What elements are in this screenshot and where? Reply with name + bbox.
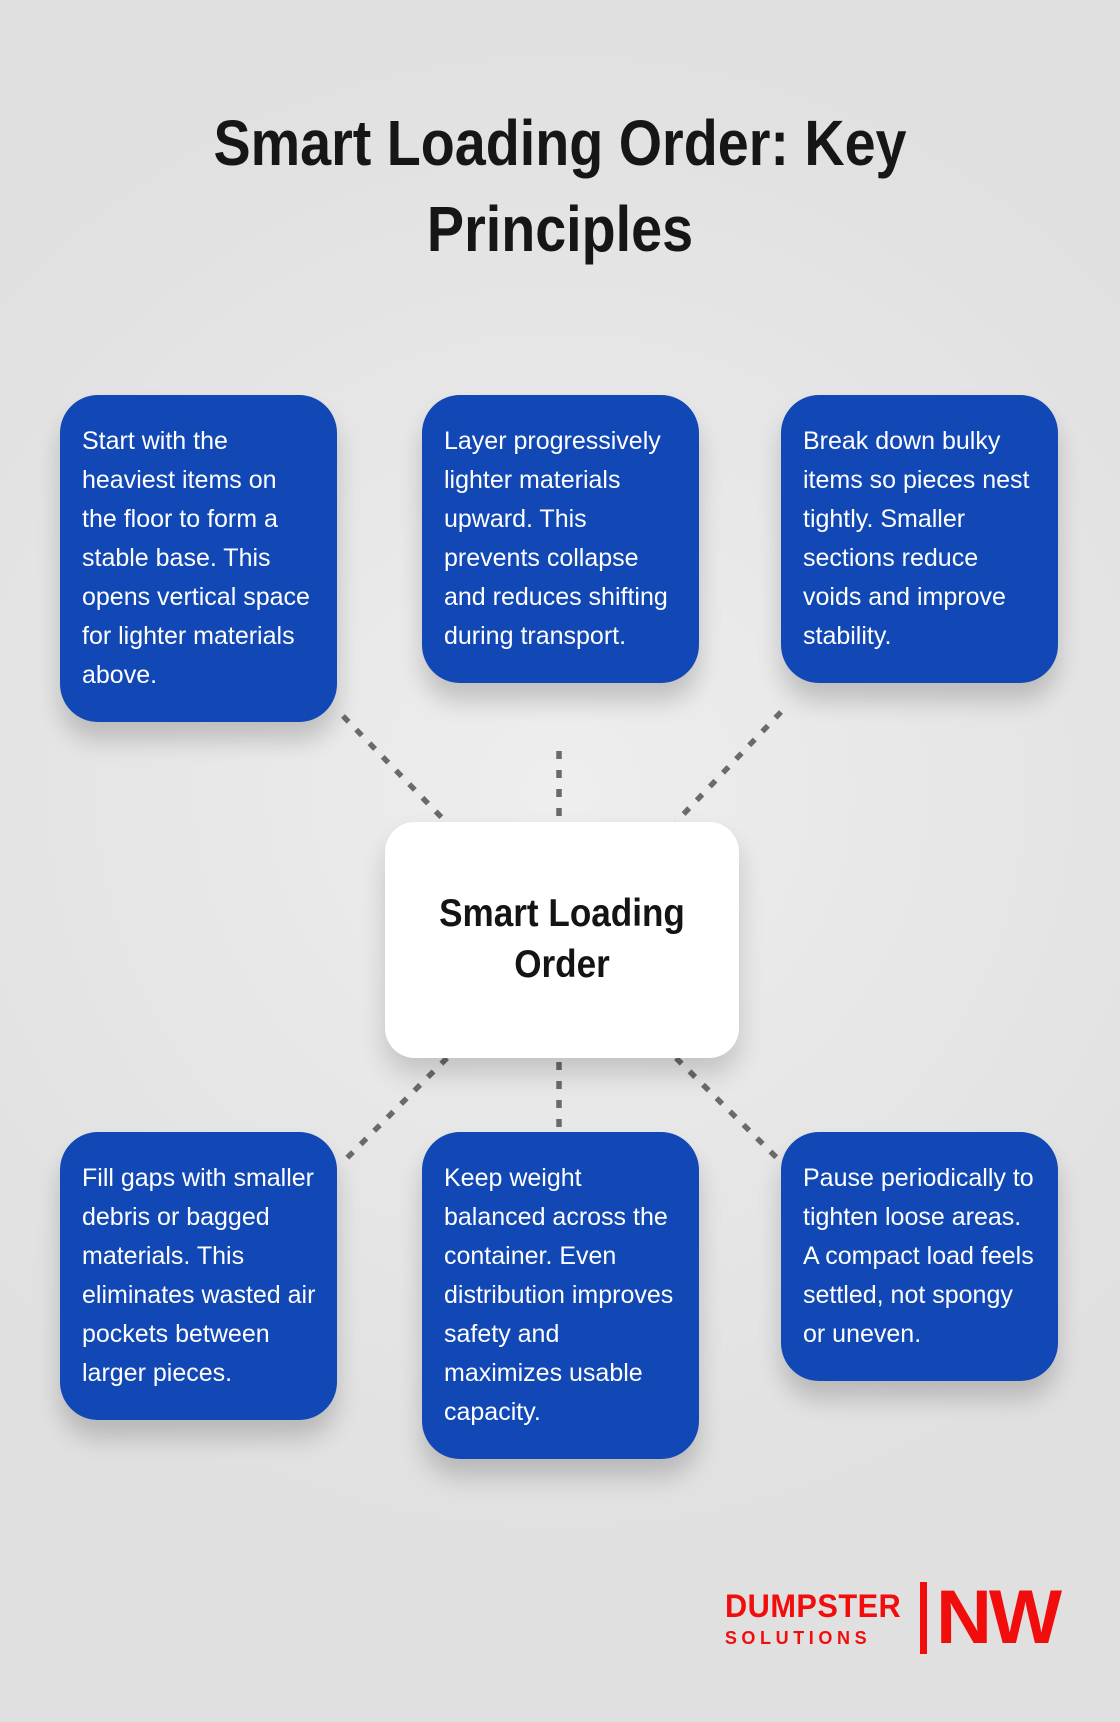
connector-top-left bbox=[341, 714, 449, 825]
brand-name-line2: SOLUTIONS bbox=[724, 1627, 872, 1648]
page-title-line2: Principles bbox=[426, 193, 694, 266]
connector-top-right bbox=[674, 710, 783, 824]
principle-card-top-right: Break down bulky items so pieces nest ti… bbox=[781, 395, 1058, 683]
center-node-label: Smart Loading Order bbox=[439, 892, 685, 986]
principle-text: Layer progressively lighter materials up… bbox=[444, 427, 668, 650]
brand-wordmark: DUMPSTER SOLUTIONS bbox=[725, 1590, 909, 1647]
connector-bottom-right bbox=[674, 1056, 783, 1164]
brand-divider-bar bbox=[920, 1582, 928, 1654]
center-node: Smart Loading Order bbox=[385, 822, 739, 1058]
principle-text: Pause periodically to tighten loose area… bbox=[803, 1164, 1034, 1348]
brand-suffix: NW bbox=[936, 1574, 1062, 1660]
page-title: Smart Loading Order: Key Principles bbox=[160, 100, 960, 273]
principle-card-bottom-left: Fill gaps with smaller debris or bagged … bbox=[60, 1132, 337, 1420]
brand-name-line1: DUMPSTER bbox=[724, 1587, 902, 1624]
principle-text: Start with the heaviest items on the flo… bbox=[82, 427, 310, 689]
principle-text: Keep weight balanced across the containe… bbox=[444, 1164, 674, 1426]
principle-card-top-left: Start with the heaviest items on the flo… bbox=[60, 395, 337, 722]
principle-text: Fill gaps with smaller debris or bagged … bbox=[82, 1164, 316, 1387]
principle-card-top-middle: Layer progressively lighter materials up… bbox=[422, 395, 699, 683]
brand-logo: DUMPSTER SOLUTIONS NW bbox=[725, 1574, 1063, 1660]
connector-bottom-left bbox=[341, 1056, 449, 1164]
principle-text: Break down bulky items so pieces nest ti… bbox=[803, 427, 1030, 650]
principle-card-bottom-middle: Keep weight balanced across the containe… bbox=[422, 1132, 699, 1459]
page-title-line1: Smart Loading Order: Key bbox=[213, 107, 907, 179]
principle-card-bottom-right: Pause periodically to tighten loose area… bbox=[781, 1132, 1058, 1381]
